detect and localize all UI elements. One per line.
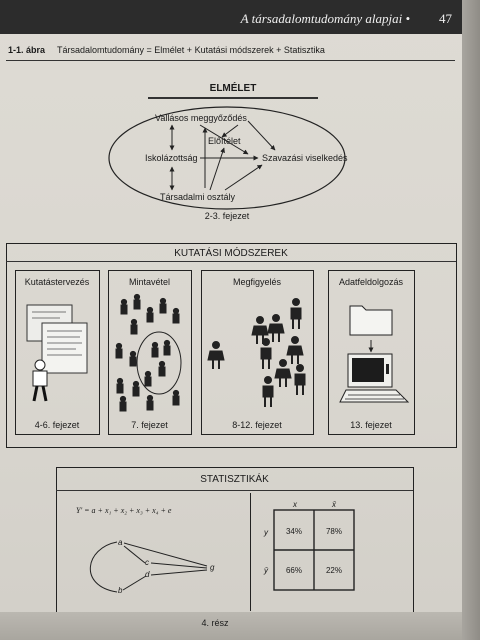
arrow-tarsadalmi-eloitelet bbox=[209, 147, 225, 191]
path-line-a-g bbox=[123, 542, 208, 567]
node-vallasos: Vallásos meggyőződés bbox=[155, 113, 247, 123]
panel-chapter-adatfeldolgozas: 13. fejezet bbox=[350, 420, 392, 430]
node-iskolazottsag: Iskolázottság bbox=[145, 153, 198, 163]
panel-adatfeldolgozas bbox=[328, 270, 415, 435]
arrow-tarsadalmi-szavazasi bbox=[224, 164, 263, 191]
theory-title-rule bbox=[148, 97, 318, 99]
methods-title: KUTATÁSI MÓDSZEREK bbox=[174, 248, 288, 259]
panel-kutatastervezes bbox=[15, 270, 100, 435]
table-separator bbox=[250, 493, 251, 611]
sample-ellipse bbox=[136, 331, 182, 395]
methods-frame bbox=[6, 243, 457, 448]
panel-megfigyeles bbox=[201, 270, 314, 435]
path-line-c-g bbox=[150, 562, 208, 569]
population-figures bbox=[115, 293, 180, 412]
col-header-x: x bbox=[293, 500, 297, 509]
node-tarsadalmi: Társadalmi osztály bbox=[160, 192, 236, 202]
theory-ellipse bbox=[108, 106, 346, 210]
path-node-a: a bbox=[118, 538, 123, 547]
row-header-y: y bbox=[264, 528, 268, 537]
page-edge bbox=[462, 0, 480, 640]
methods-title-rule bbox=[6, 261, 456, 262]
header-bullet: • bbox=[405, 11, 410, 26]
cell-y-x: 34% bbox=[285, 527, 302, 536]
researcher-head bbox=[34, 359, 46, 371]
path-line-a-c bbox=[123, 545, 146, 564]
observed-figures bbox=[207, 298, 306, 407]
statistics-chapter: 4. rész bbox=[201, 618, 229, 628]
path-node-c: c bbox=[145, 558, 149, 567]
researcher-body bbox=[32, 370, 48, 387]
panel-chapter-kutatastervezes: 4-6. fejezet bbox=[34, 420, 80, 430]
panel-chapter-megfigyeles: 8-12. fejezet bbox=[232, 420, 282, 430]
figure-label: 1-1. ábra bbox=[8, 45, 46, 55]
row-header-ybar: ȳ bbox=[264, 566, 268, 575]
cell-ybar-x: 66% bbox=[285, 566, 302, 575]
running-title-text: A társadalomtudomány alapjai bbox=[240, 11, 403, 26]
path-line-b-d bbox=[122, 575, 147, 591]
panel-chapter-mintavetel: 7. fejezet bbox=[131, 420, 168, 430]
statistics-title-rule bbox=[56, 490, 413, 491]
path-node-d: d bbox=[145, 570, 150, 579]
arrow-vallasos-szavazasi bbox=[199, 124, 249, 155]
arrow-eloitelet-szavazasi bbox=[247, 120, 276, 151]
path-line-d-g bbox=[150, 569, 208, 576]
panel-title-adatfeldolgozas: Adatfeldolgozás bbox=[338, 277, 404, 287]
path-curve-a-b bbox=[89, 541, 118, 593]
theory-title: ELMÉLET bbox=[209, 83, 257, 94]
panel-mintavetel bbox=[108, 270, 192, 435]
node-szavazasi: Szavazási viselkedés bbox=[262, 153, 348, 163]
running-title: A társadalomtudomány alapjai • bbox=[241, 11, 410, 27]
col-header-xbar: x̄ bbox=[332, 500, 336, 509]
regression-equation: Y' = a + x₁ + x₂ + x₃ + x₄ + e bbox=[76, 506, 172, 515]
arrow-vallasos-eloitelet bbox=[221, 124, 239, 138]
cell-y-xbar: 78% bbox=[325, 527, 342, 536]
statistics-title: STATISZTIKÁK bbox=[200, 474, 269, 485]
panel-title-megfigyeles: Megfigyelés bbox=[232, 277, 282, 287]
caption-rule bbox=[6, 60, 455, 61]
panel-title-mintavetel: Mintavétel bbox=[128, 277, 171, 287]
page-bottom bbox=[0, 612, 462, 640]
panel-title-kutatastervezes: Kutatástervezés bbox=[24, 277, 90, 287]
computer-screen bbox=[352, 358, 384, 382]
page-number: 47 bbox=[439, 11, 452, 26]
folder-icon bbox=[349, 305, 393, 336]
path-node-g: g bbox=[210, 563, 215, 572]
theory-chapter: 2-3. fejezet bbox=[204, 211, 250, 221]
running-header: A társadalomtudomány alapjai • 47 bbox=[0, 0, 462, 34]
node-eloitelet: Előítélet bbox=[208, 136, 241, 146]
cell-ybar-xbar: 22% bbox=[325, 566, 342, 575]
figure-caption: Társadalomtudomány = Elmélet + Kutatási … bbox=[57, 45, 325, 55]
path-node-b: b bbox=[118, 586, 123, 595]
